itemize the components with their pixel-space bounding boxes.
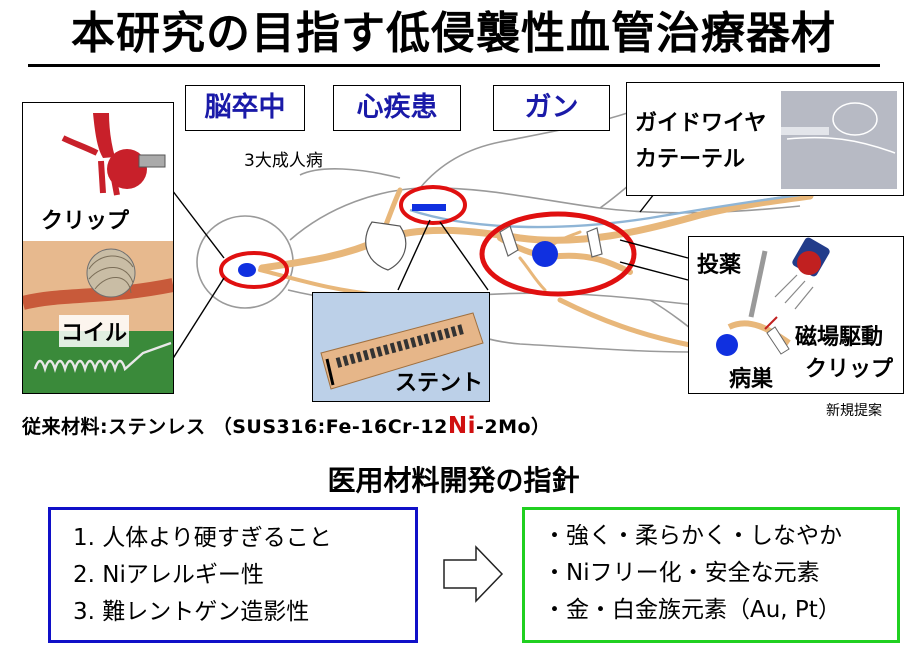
policy-title: 医用材料開発の指針	[327, 464, 580, 497]
guidewire-callout: ガイドワイヤ カテーテル	[626, 82, 904, 196]
disease-heart-box: 心疾患	[333, 85, 461, 131]
magnetic-field-lines	[774, 274, 814, 310]
catheter-line	[409, 193, 801, 229]
coil-label: コイル	[59, 315, 130, 347]
stent-callout: ステント	[312, 292, 490, 402]
brain-lesion	[238, 263, 256, 277]
nickel-highlight: Ni	[447, 413, 476, 439]
new-proposal-note: 新規提案	[826, 403, 882, 419]
magnetic-clip-drawing	[716, 237, 830, 356]
conventional-material-line: 従来材料:ステンレス （SUS316:Fe-16Cr-12Ni-2Mo）	[22, 412, 551, 439]
tumor-clips	[499, 225, 603, 258]
heart-shape	[365, 221, 407, 271]
stent-drawing	[313, 293, 489, 401]
problem-item: 2. Niアレルギー性	[73, 562, 264, 588]
disease-cancer-box: ガン	[493, 85, 610, 131]
catheter-label: カテーテル	[635, 147, 746, 172]
page-title: 本研究の目指す低侵襲性血管治療器材	[71, 8, 836, 59]
conventional-material-prefix: 従来材料:ステンレス （SUS316:Fe-16Cr-12	[22, 416, 448, 438]
problem-item: 1. 人体より硬すぎること	[73, 525, 332, 551]
goal-item: ・強く・柔らかく・しなやか	[543, 523, 842, 549]
lesion-label: 病巣	[729, 367, 774, 392]
magnetic-clip-label: クリップ	[805, 357, 894, 382]
heart-stent-lesion	[412, 204, 446, 211]
goal-item: ・金・白金族元素（Au, Pt）	[543, 597, 841, 623]
tumor-lesion	[532, 241, 558, 267]
magnetic-clip-callout: 投薬 磁場駆動 クリップ 病巣	[688, 236, 904, 394]
conventional-material-suffix: -2Mo）	[475, 416, 551, 438]
drug-label: 投薬	[697, 253, 742, 278]
clip-label: クリップ	[39, 203, 132, 235]
stent-label: ステント	[395, 371, 484, 396]
disease-stroke-box: 脳卒中	[185, 85, 305, 131]
red-rings	[219, 185, 637, 297]
problems-box: 1. 人体より硬すぎること 2. Niアレルギー性 3. 難レントゲン造影性	[48, 507, 418, 643]
callout-pointers	[171, 189, 689, 361]
right-arrow-icon	[443, 545, 504, 603]
aneurysm-clip-drawing	[61, 113, 166, 196]
guidewire-drawing	[781, 91, 897, 189]
title-underline	[28, 64, 880, 67]
goal-item: ・Niフリー化・安全な元素	[543, 560, 820, 586]
problem-item: 3. 難レントゲン造影性	[73, 599, 310, 625]
guidewire-label: ガイドワイヤ	[635, 111, 767, 136]
devices-drawing	[23, 113, 173, 393]
diseases-caption: 3大成人病	[244, 151, 323, 171]
goals-box: ・強く・柔らかく・しなやか ・Niフリー化・安全な元素 ・金・白金族元素（Au,…	[522, 507, 900, 643]
magnetic-drive-label: 磁場駆動	[795, 325, 884, 350]
conventional-devices-panel: クリップ コイル	[22, 102, 174, 394]
